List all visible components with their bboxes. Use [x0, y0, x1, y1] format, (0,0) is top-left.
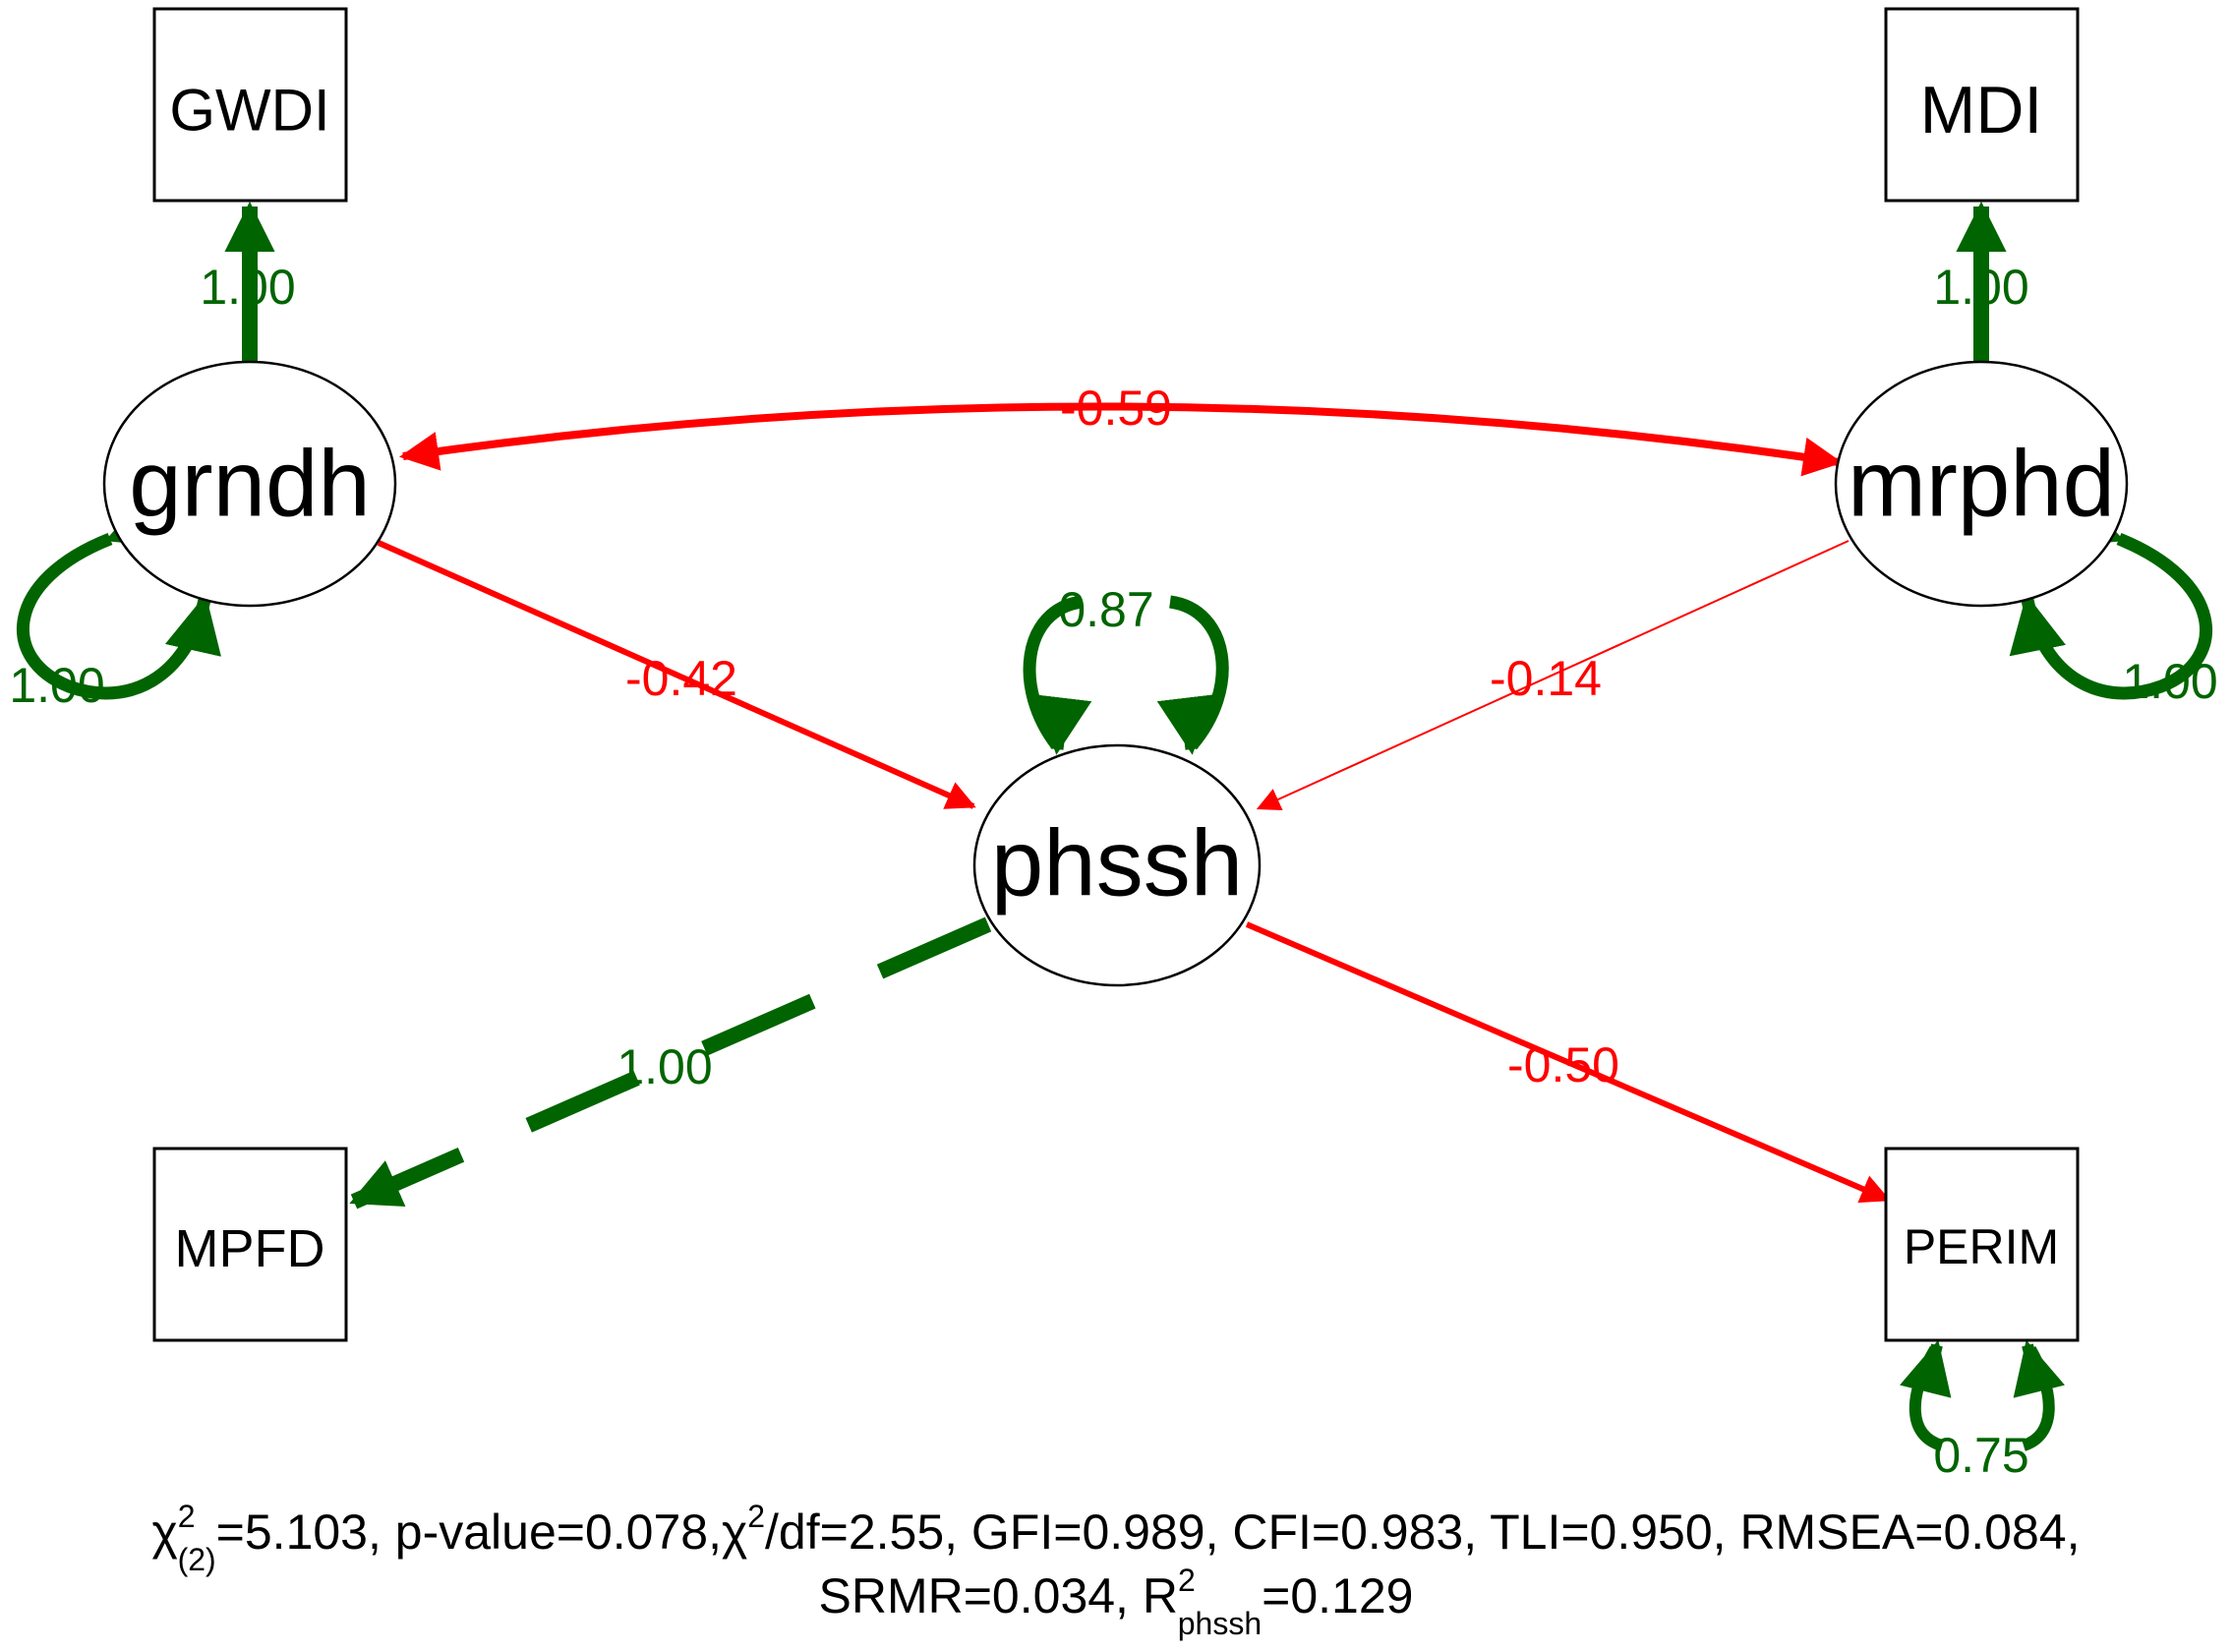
label-mrphd-mdi: 1.00	[1933, 260, 2028, 315]
label-phssh-mpfd: 1.00	[617, 1039, 712, 1094]
node-mpfd: MPFD	[152, 1147, 348, 1342]
path-phssh-perim	[1245, 921, 1891, 1204]
label-variance-mrphd: 1.00	[2122, 654, 2217, 709]
path-mrphd-phssh	[1256, 540, 1850, 811]
node-mrphd: mrphd	[1834, 360, 2129, 608]
node-mdi-label: MDI	[1920, 73, 2043, 148]
label-grndh-gwdi: 1.00	[200, 260, 295, 315]
label-grndh-phssh: -0.42	[625, 651, 737, 706]
path-phssh-mpfd	[349, 916, 992, 1210]
label-phssh-perim: -0.50	[1507, 1037, 1619, 1092]
variance-loop-perim-left-head	[1900, 1339, 1952, 1398]
variance-loop-phssh-left-head	[1034, 694, 1092, 755]
node-gwdi: GWDI	[152, 7, 348, 203]
node-gwdi-label: GWDI	[169, 78, 329, 144]
node-grndh-label: grndh	[129, 432, 371, 537]
node-phssh: phssh	[972, 743, 1262, 987]
label-mrphd-phssh: -0.14	[1490, 651, 1602, 706]
fit-statistics-line1: χ2(2)=5.103, p-value=0.078,χ2/df=2.55, G…	[152, 1499, 2081, 1577]
label-variance-phssh: 0.87	[1058, 582, 1153, 637]
variance-loop-perim-right-head	[2013, 1339, 2065, 1398]
node-mpfd-label: MPFD	[175, 1219, 325, 1278]
label-grndh-mrphd: -0.59	[1060, 381, 1172, 436]
node-phssh-label: phssh	[991, 811, 1243, 916]
node-grndh: grndh	[102, 360, 397, 608]
label-variance-grndh: 1.00	[9, 658, 104, 713]
label-variance-perim: 0.75	[1933, 1428, 2028, 1483]
variance-loop-phssh-right-head	[1156, 694, 1214, 755]
node-perim-label: PERIM	[1904, 1219, 2059, 1274]
covariance-grndh-mrphd	[399, 402, 1843, 477]
node-mrphd-label: mrphd	[1848, 432, 2115, 537]
node-mdi: MDI	[1884, 7, 2080, 203]
path-grndh-phssh	[377, 540, 976, 809]
node-perim: PERIM	[1884, 1147, 2080, 1342]
variance-loop-grndh	[17, 493, 221, 700]
variance-loop-mrphd	[2009, 493, 2212, 700]
